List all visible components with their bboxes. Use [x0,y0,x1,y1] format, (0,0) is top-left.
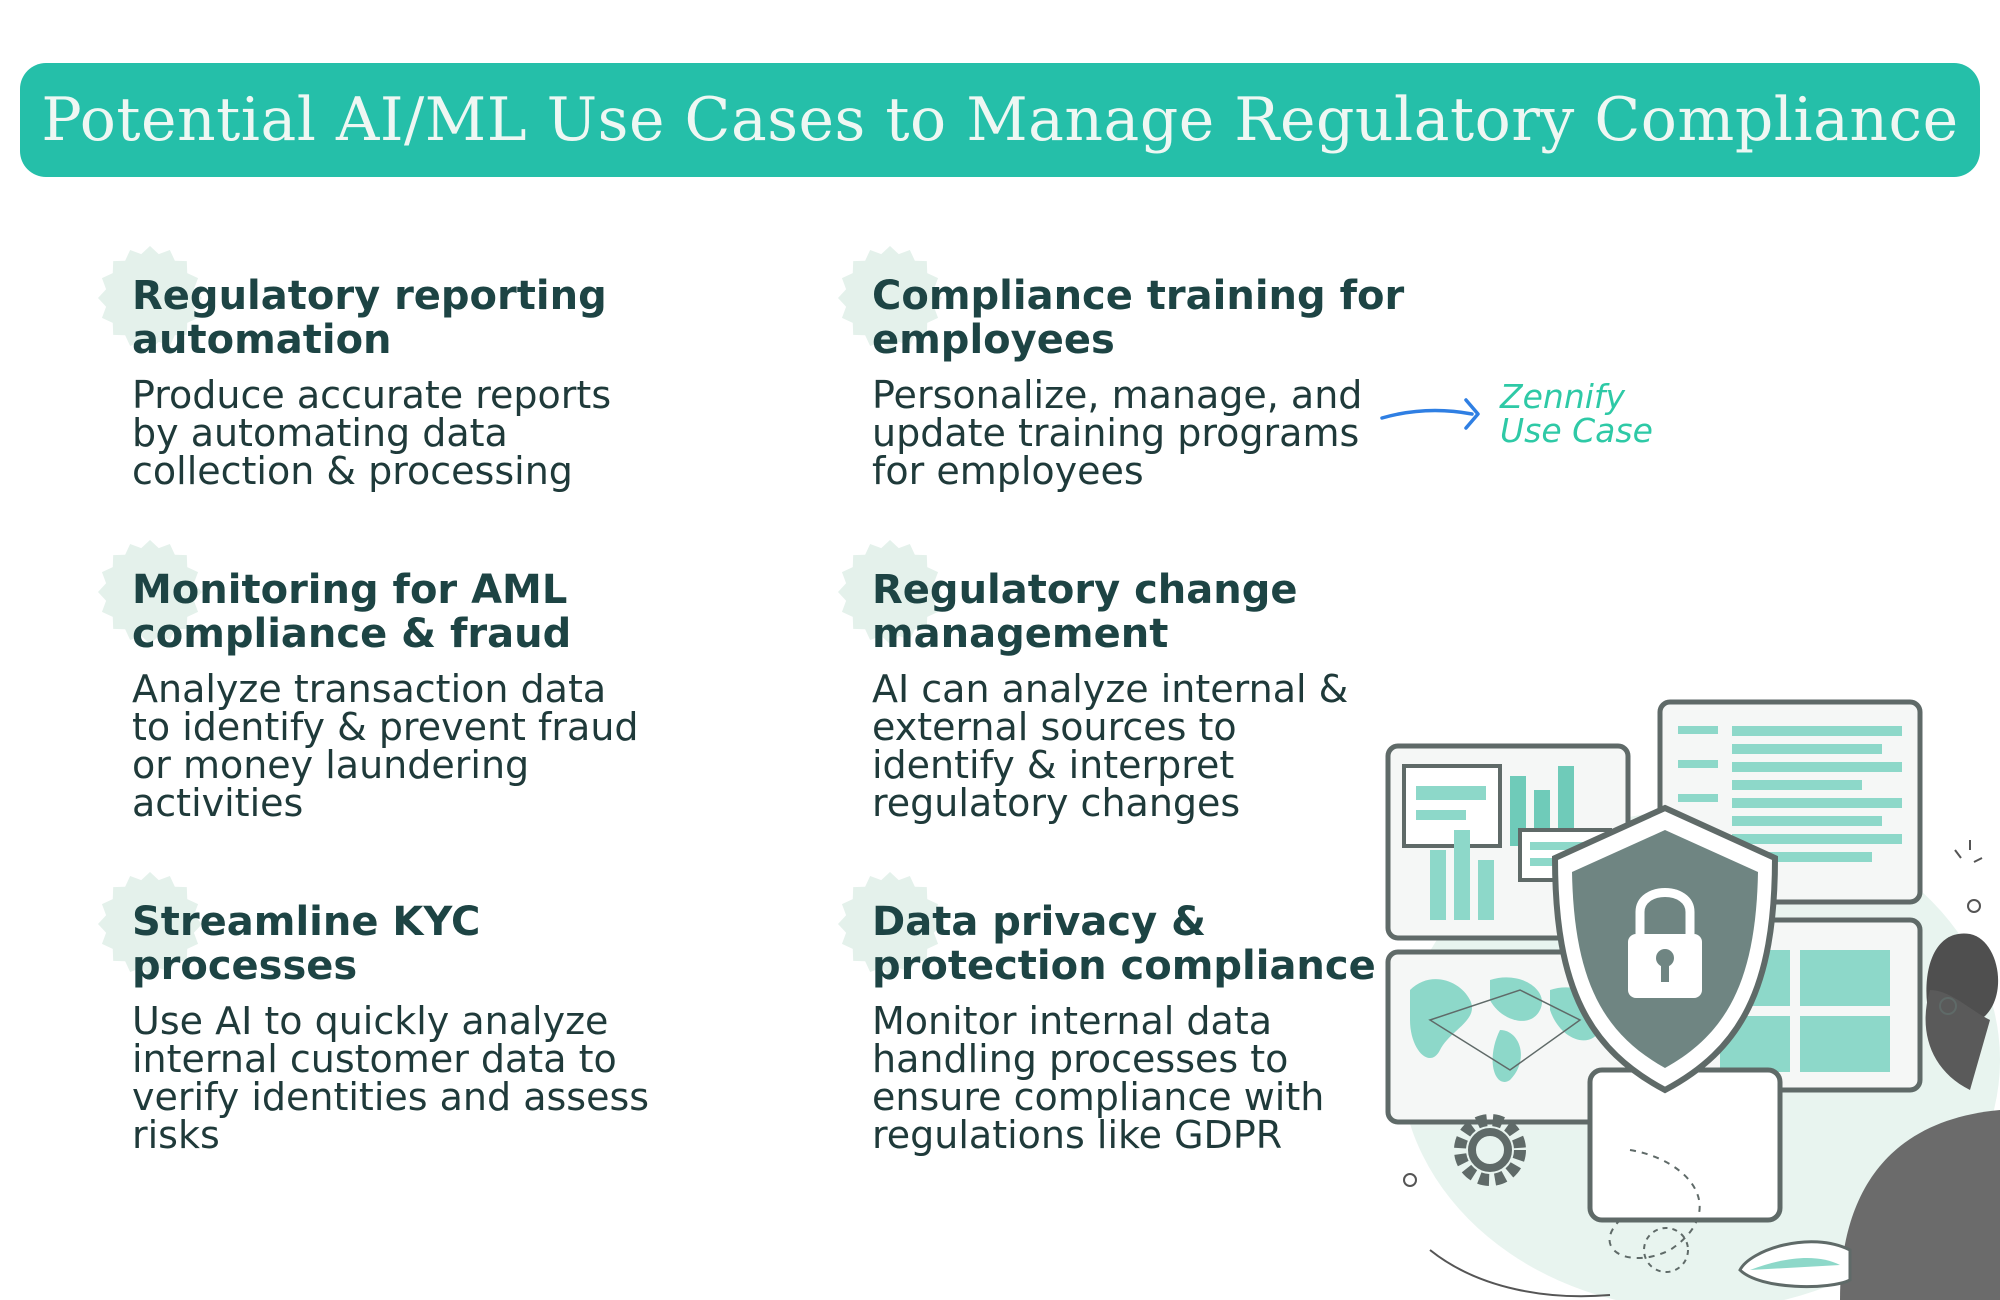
use-case-card-regulatory-change: Regulatory change management AI can anal… [838,540,1492,822]
use-case-card-regulatory-reporting: Regulatory reporting automation Produce … [98,246,752,490]
decor-dot [1967,899,1981,913]
sparkle-icon [1954,840,1983,863]
dashboard-monitor-right [1657,699,1923,905]
starburst-badge-icon [838,872,942,976]
card-desc-line: Personalize, manage, and [872,373,1363,417]
use-case-card-data-privacy: Data privacy & protection compliance Mon… [838,872,1492,1154]
card-title-line: employees [872,317,1115,363]
zennify-label: Zennify Use Case [1500,380,1653,448]
card-title-line: automation [132,317,392,363]
card-description: AI can analyze internal & external sourc… [872,670,1492,822]
card-title-line: management [872,611,1169,657]
card-title: Compliance training for employees [872,274,1492,362]
starburst-badge-icon [98,246,202,350]
starburst-badge-icon [838,246,942,350]
monitor-base [1587,1067,1783,1223]
card-desc-line: Produce accurate reports [132,373,612,417]
card-desc-line: to identify & prevent fraud [132,705,639,749]
card-desc-line: external sources to [872,705,1237,749]
card-desc-line: update training programs [872,411,1360,455]
card-desc-line: or money laundering [132,743,530,787]
card-desc-line: activities [132,781,304,825]
person-illustration [1738,933,2000,1300]
card-desc-line: regulatory changes [872,781,1241,825]
card-title-line: processes [132,943,358,989]
zennify-label-line: Zennify [1500,377,1626,416]
card-desc-line: verify identities and assess [132,1075,650,1119]
use-case-card-aml-monitoring: Monitoring for AML compliance & fraud An… [98,540,752,822]
card-title-line: Regulatory reporting [132,273,607,319]
use-case-card-kyc: Streamline KYC processes Use AI to quick… [98,872,752,1154]
page-title: Potential AI/ML Use Cases to Manage Regu… [41,85,1959,155]
decor-arc [1429,1249,1611,1298]
card-desc-line: ensure compliance with [872,1075,1325,1119]
zennify-use-case-callout: Zennify Use Case [1380,380,1700,460]
card-desc-line: regulations like GDPR [872,1113,1283,1157]
card-title-line: Monitoring for AML [132,567,568,613]
dashed-circle [1643,1227,1689,1273]
card-title-line: compliance & fraud [132,611,572,657]
shield-lock-icon [1551,804,1779,1094]
card-title-line: Streamline KYC [132,899,481,945]
card-title-line: Regulatory change [872,567,1298,613]
card-desc-line: AI can analyze internal & [872,667,1349,711]
dashed-path [1608,1149,1701,1259]
card-title-line: Data privacy & [872,899,1206,945]
card-description: Produce accurate reports by automating d… [132,376,752,490]
card-title: Regulatory change management [872,568,1492,656]
card-desc-line: Monitor internal data [872,999,1273,1043]
card-desc-line: risks [132,1113,220,1157]
arrow-right-icon [1380,398,1480,430]
card-desc-line: Analyze transaction data [132,667,607,711]
card-title: Streamline KYC processes [132,900,752,988]
card-description: Use AI to quickly analyze internal custo… [132,1002,752,1154]
card-desc-line: Use AI to quickly analyze [132,999,609,1043]
card-title: Monitoring for AML compliance & fraud [132,568,752,656]
card-desc-line: handling processes to [872,1037,1289,1081]
card-desc-line: collection & processing [132,449,573,493]
card-title: Regulatory reporting automation [132,274,752,362]
gear-icon [1454,1114,1526,1186]
decor-dot [1403,1173,1417,1187]
card-title: Data privacy & protection compliance [872,900,1492,988]
card-desc-line: for employees [872,449,1144,493]
title-banner: Potential AI/ML Use Cases to Manage Regu… [20,63,1980,177]
card-desc-line: by automating data [132,411,508,455]
starburst-badge-icon [98,872,202,976]
dashboard-monitor-left [1385,743,1631,941]
card-description: Monitor internal data handling processes… [872,1002,1492,1154]
card-desc-line: internal customer data to [132,1037,617,1081]
zennify-label-line: Use Case [1500,411,1653,450]
card-description: Analyze transaction data to identify & p… [132,670,752,822]
starburst-badge-icon [98,540,202,644]
starburst-badge-icon [838,540,942,644]
security-shield-lock-illustration [1385,699,2000,1300]
card-description: Personalize, manage, and update training… [872,376,1492,490]
card-title-line: Compliance training for [872,273,1405,319]
use-case-card-compliance-training: Compliance training for employees Person… [838,246,1492,490]
card-title-line: protection compliance [872,943,1376,989]
world-map-monitor [1385,949,1631,1125]
card-desc-line: identify & interpret [872,743,1235,787]
